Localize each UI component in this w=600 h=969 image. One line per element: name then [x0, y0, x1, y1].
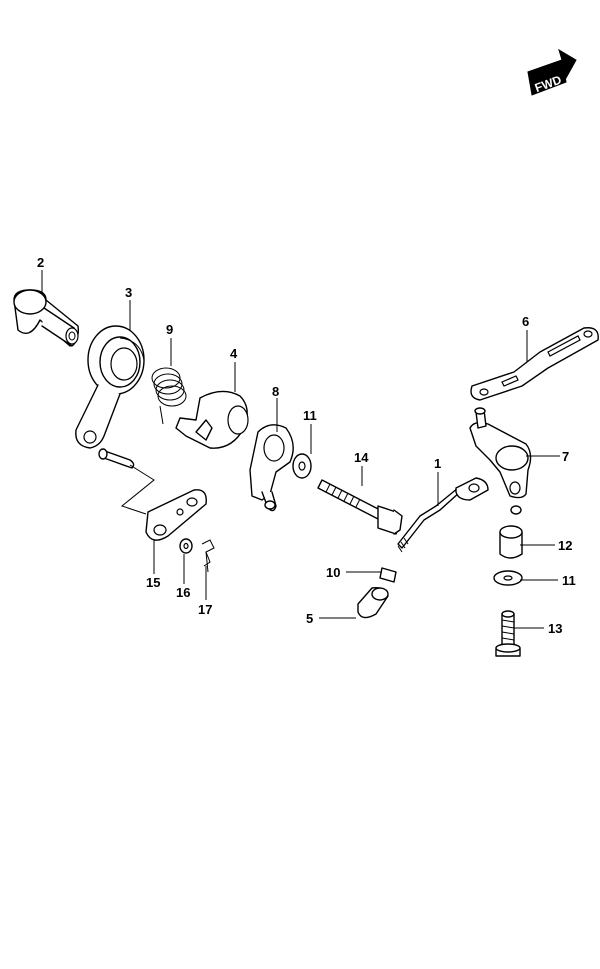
part-17-clip [201, 539, 215, 573]
part-15-link [145, 489, 207, 541]
callout-3: 3 [125, 285, 132, 300]
callout-11-lower: 11 [562, 573, 576, 588]
part-6-arm [470, 327, 599, 401]
callout-6: 6 [522, 314, 529, 329]
part-11-washer-lower [493, 570, 523, 586]
callout-11-upper: 11 [303, 408, 317, 423]
part-16-washer [179, 538, 193, 554]
part-8-lever [249, 424, 294, 512]
callout-2: 2 [37, 255, 44, 270]
leader-lines [41, 270, 560, 629]
part-1-rod [397, 477, 489, 553]
part-13-bolt [495, 610, 521, 657]
callout-9: 9 [166, 322, 173, 337]
part-9-spring [151, 367, 187, 425]
part-11-washer-upper [292, 453, 312, 479]
callout-15: 15 [146, 575, 160, 590]
part-3-lever [75, 325, 145, 449]
callout-16: 16 [176, 585, 190, 600]
callout-17: 17 [198, 602, 212, 617]
callout-13: 13 [548, 621, 562, 636]
callout-5: 5 [306, 611, 313, 626]
fwd-arrow-icon: FWD [527, 48, 577, 96]
part-5-joint [357, 586, 389, 619]
assembly-line [120, 464, 155, 515]
part-10-sleeve [379, 567, 397, 583]
part-7-bracket [469, 407, 532, 515]
callout-14: 14 [354, 450, 369, 465]
part-2-bushing [13, 289, 80, 347]
callout-7: 7 [562, 449, 569, 464]
pin [98, 448, 135, 469]
callout-1: 1 [434, 456, 441, 471]
part-4-cam [175, 390, 249, 449]
part-14-bolt [317, 479, 403, 535]
callout-8: 8 [272, 384, 279, 399]
callout-4: 4 [230, 346, 238, 361]
callout-10: 10 [326, 565, 340, 580]
part-12-spacer [499, 525, 523, 559]
callout-12: 12 [558, 538, 572, 553]
